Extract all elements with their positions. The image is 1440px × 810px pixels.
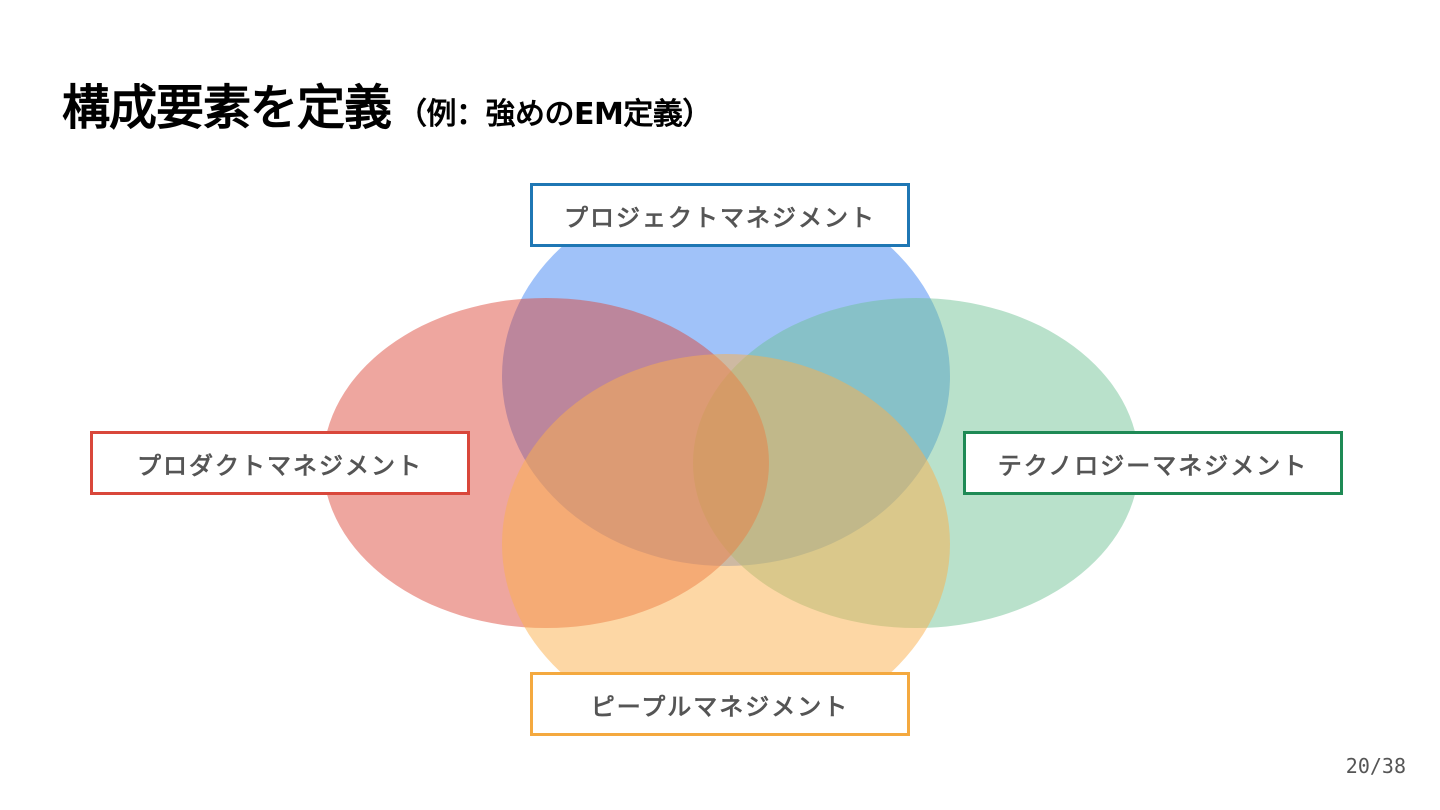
label-project-management: プロジェクトマネジメント: [530, 183, 910, 247]
ellipse-people: [502, 354, 950, 734]
label-product-management: プロダクトマネジメント: [90, 431, 470, 495]
slide-title: 構成要素を定義（例：強めのEM定義）: [62, 84, 712, 132]
label-people-management: ピープルマネジメント: [530, 672, 910, 736]
page-number: 20/38: [1345, 754, 1406, 778]
title-main: 構成要素を定義: [62, 80, 392, 136]
label-technology-management: テクノロジーマネジメント: [963, 431, 1343, 495]
title-subtitle: （例：強めのEM定義）: [397, 97, 712, 132]
